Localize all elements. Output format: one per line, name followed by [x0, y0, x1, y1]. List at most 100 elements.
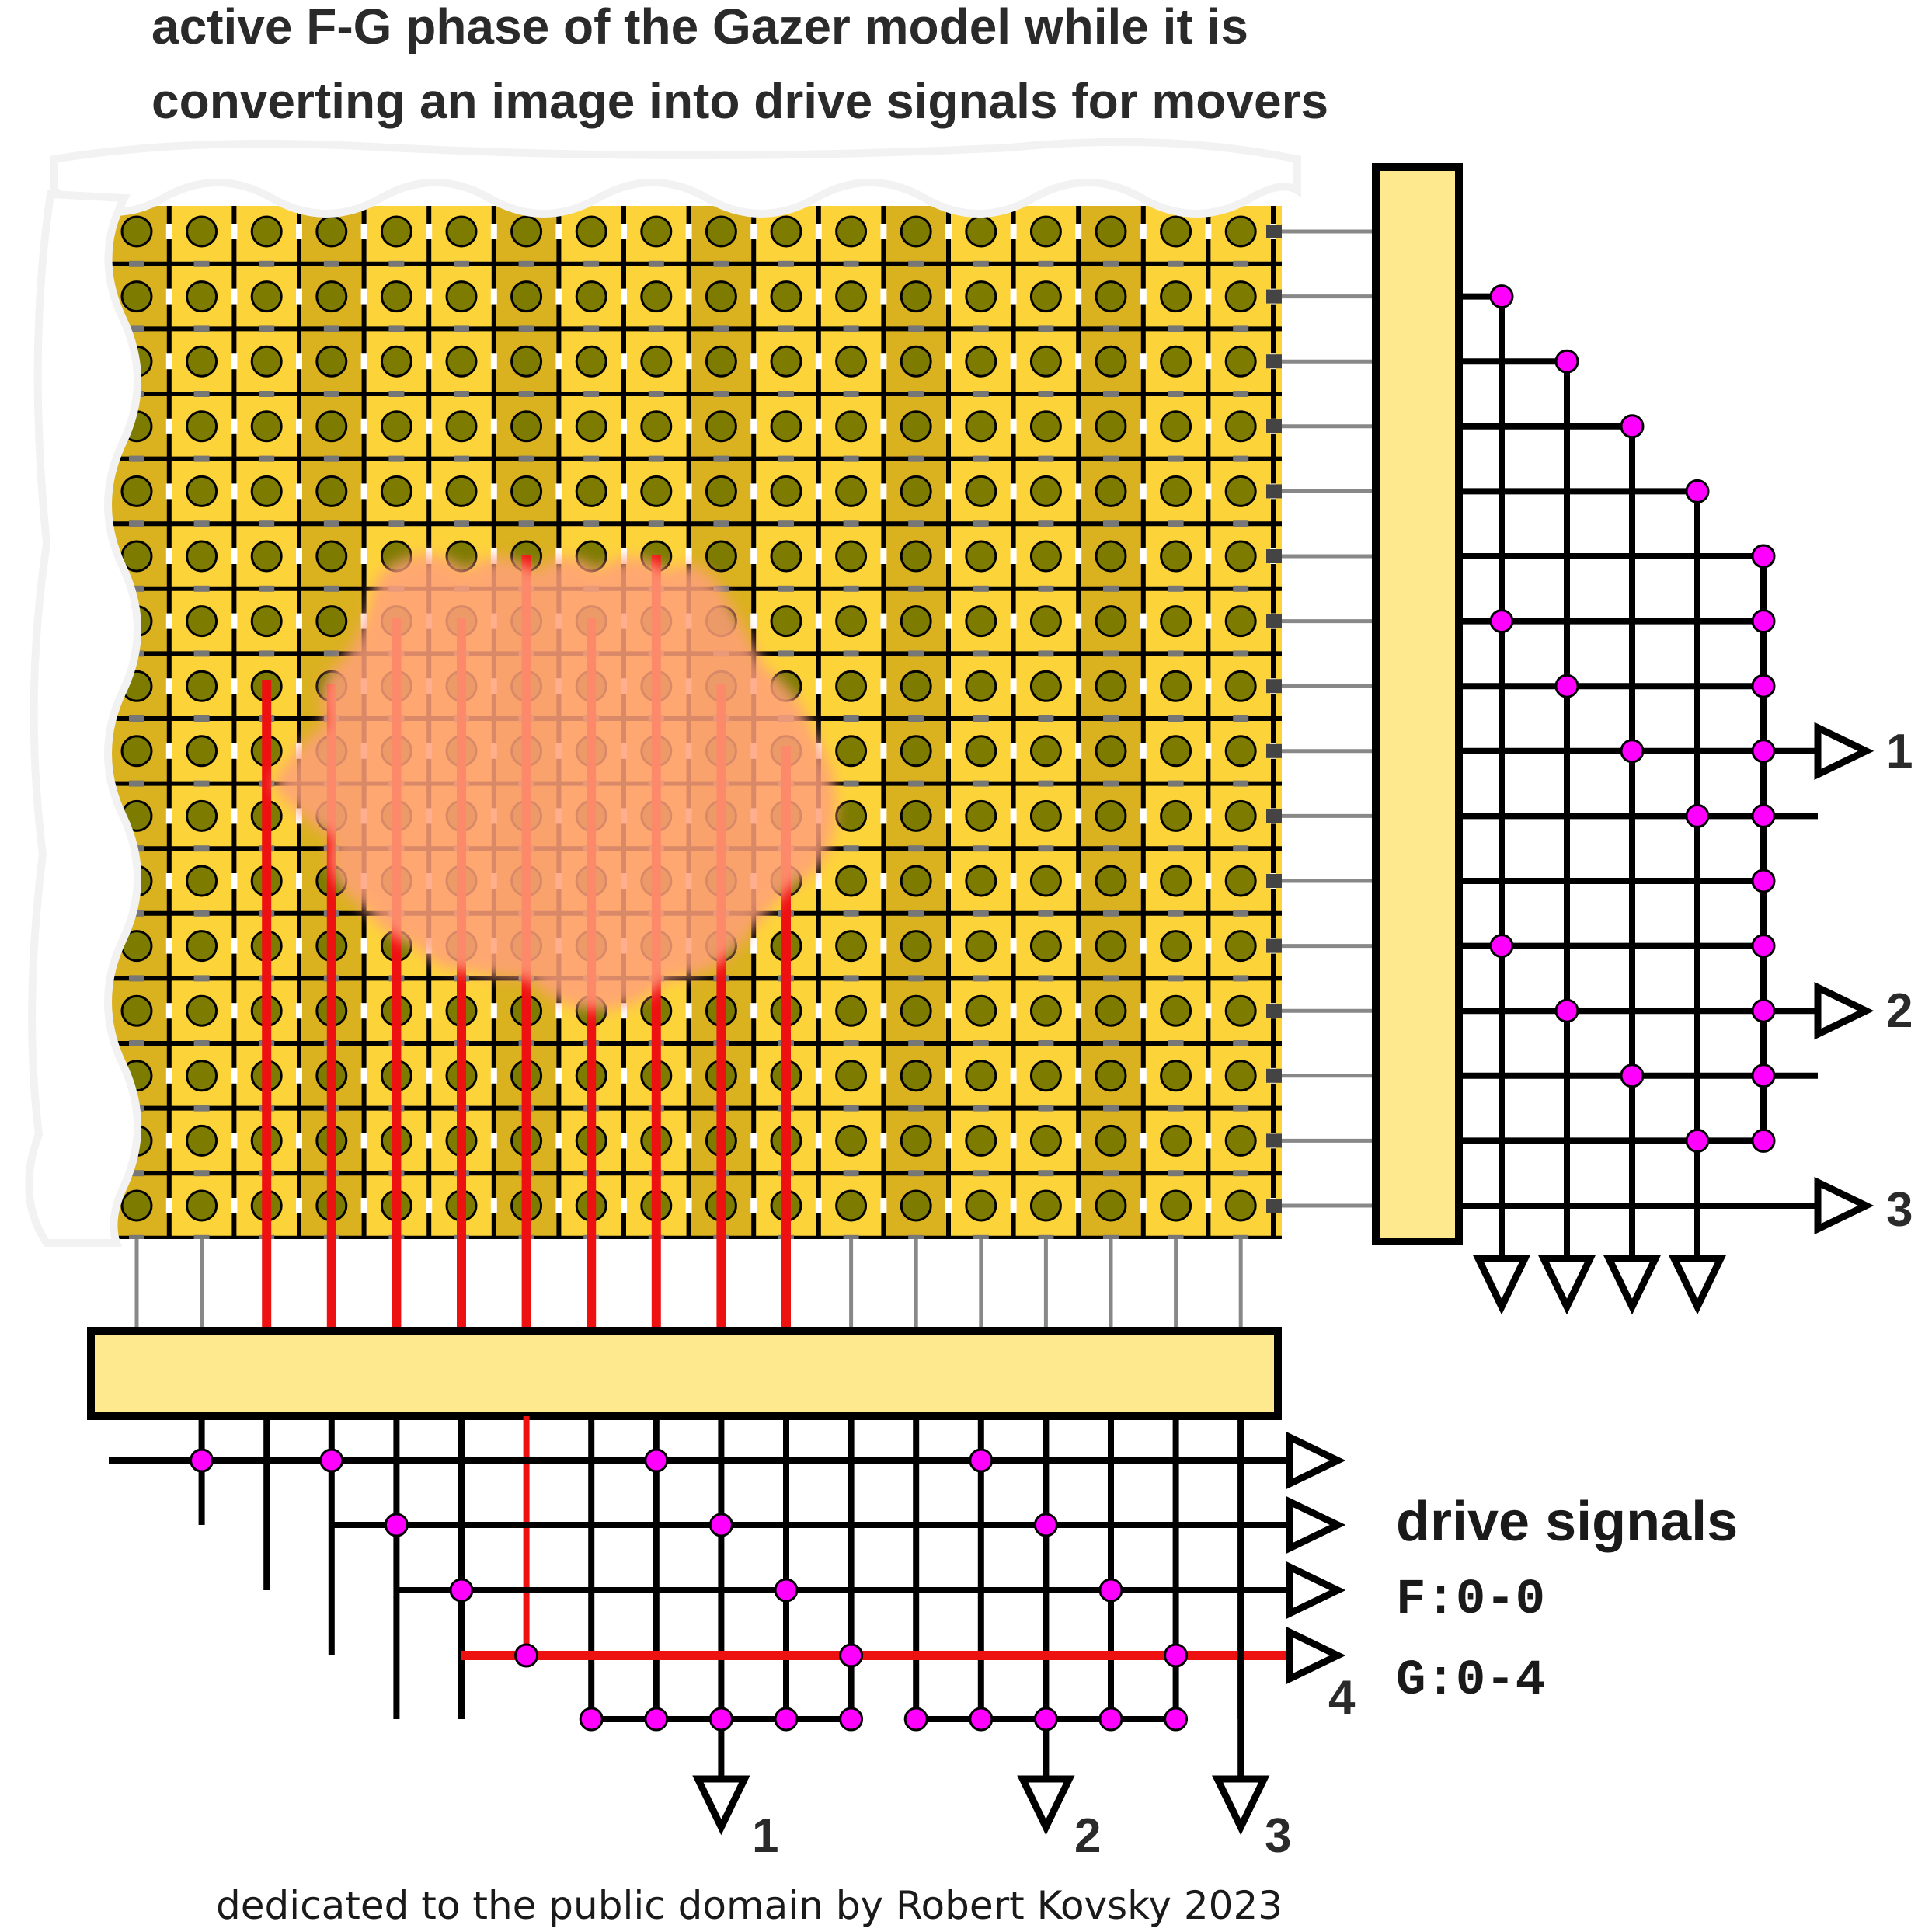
neuron-node	[770, 410, 802, 443]
torn-edge-top	[50, 138, 1301, 218]
neuron-node	[575, 475, 607, 507]
neuron-node	[835, 670, 868, 702]
junction-dot	[1033, 1513, 1058, 1537]
image-blob	[272, 554, 836, 1010]
neuron-node	[1095, 540, 1127, 573]
bottom-output-label-2: 2	[1074, 1809, 1101, 1863]
neuron-node	[186, 475, 218, 507]
neuron-node	[186, 1060, 218, 1092]
neuron-node	[1095, 605, 1127, 638]
junction-dot	[1751, 803, 1776, 828]
neuron-node	[705, 345, 737, 378]
neuron-node	[770, 540, 802, 573]
neuron-node	[770, 215, 802, 248]
output-arrow-icon	[1212, 1775, 1270, 1836]
neuron-node	[575, 410, 607, 443]
neuron-node	[315, 215, 348, 248]
neuron-node	[705, 410, 737, 443]
right-output-label-3: 3	[1886, 1183, 1913, 1237]
neuron-node	[380, 475, 412, 507]
neuron-node	[770, 280, 802, 313]
neuron-node	[965, 345, 997, 378]
junction-dot	[1751, 934, 1776, 959]
neuron-node	[965, 670, 997, 702]
neuron-node	[315, 475, 348, 507]
neuron-node	[186, 865, 218, 897]
legend-g-value: G:0-4	[1396, 1653, 1545, 1709]
neuron-node	[1095, 865, 1127, 897]
neuron-node	[186, 605, 218, 638]
neuron-node	[186, 735, 218, 768]
row-output-label-4: 4	[1328, 1671, 1356, 1725]
neuron-node	[1224, 1060, 1257, 1092]
neuron-node	[835, 1124, 868, 1157]
row-connectors	[1266, 225, 1376, 1213]
neuron-node	[120, 475, 153, 507]
neuron-node	[900, 799, 932, 832]
neuron-node	[315, 345, 348, 378]
neuron-node	[186, 670, 218, 702]
neuron-node	[1160, 605, 1192, 638]
neuron-node	[900, 1060, 932, 1092]
output-arrow-icon	[1814, 722, 1874, 780]
output-arrow-icon	[1814, 1176, 1874, 1235]
neuron-node	[250, 475, 283, 507]
neuron-node	[250, 605, 283, 638]
neuron-node	[1224, 735, 1257, 768]
neuron-node	[640, 280, 673, 313]
junction-dot	[190, 1448, 214, 1473]
title-line-1: active F-G phase of the Gazer model whil…	[151, 0, 1248, 54]
neuron-node	[1160, 475, 1192, 507]
neuron-node	[835, 605, 868, 638]
neuron-node	[510, 280, 543, 313]
neuron-node	[965, 605, 997, 638]
neuron-node	[900, 865, 932, 897]
neuron-node	[445, 410, 478, 443]
neuron-node	[900, 540, 932, 573]
neuron-node	[1029, 799, 1062, 832]
junction-dot	[1164, 1707, 1189, 1732]
neuron-node	[510, 345, 543, 378]
neuron-node	[1160, 215, 1192, 248]
row-output-network	[1459, 284, 1874, 1315]
neuron-node	[315, 605, 348, 638]
neuron-node	[965, 930, 997, 963]
neuron-node	[1095, 280, 1127, 313]
junction-dot	[839, 1707, 864, 1732]
neuron-node	[900, 475, 932, 507]
neuron-node	[1224, 410, 1257, 443]
legend-heading: drive signals	[1396, 1491, 1738, 1553]
output-arrow-icon	[1603, 1255, 1662, 1315]
neuron-node	[1095, 475, 1127, 507]
junction-dot	[1554, 674, 1579, 698]
neuron-node	[770, 605, 802, 638]
junction-dot	[1033, 1707, 1058, 1732]
neuron-node	[186, 994, 218, 1027]
neuron-node	[965, 799, 997, 832]
neuron-node	[380, 280, 412, 313]
neuron-node	[835, 1060, 868, 1092]
neuron-node	[250, 215, 283, 248]
neuron-node	[1224, 799, 1257, 832]
junction-dot	[1685, 803, 1710, 828]
title-line-2: converting an image into drive signals f…	[151, 73, 1328, 129]
neuron-node	[965, 475, 997, 507]
neuron-node	[1029, 865, 1062, 897]
neuron-node	[770, 345, 802, 378]
junction-dot	[1620, 1063, 1645, 1088]
neuron-node	[380, 215, 412, 248]
junction-dot	[774, 1578, 799, 1603]
neuron-node	[900, 1124, 932, 1157]
neuron-node	[835, 540, 868, 573]
junction-dot	[1751, 739, 1776, 764]
neuron-node	[1224, 475, 1257, 507]
neuron-node	[1224, 994, 1257, 1027]
neuron-node	[640, 345, 673, 378]
neuron-node	[445, 215, 478, 248]
neuron-node	[380, 410, 412, 443]
neuron-node	[120, 1189, 153, 1222]
neuron-node	[1224, 1124, 1257, 1157]
junction-dot	[514, 1643, 539, 1668]
neuron-node	[1160, 670, 1192, 702]
